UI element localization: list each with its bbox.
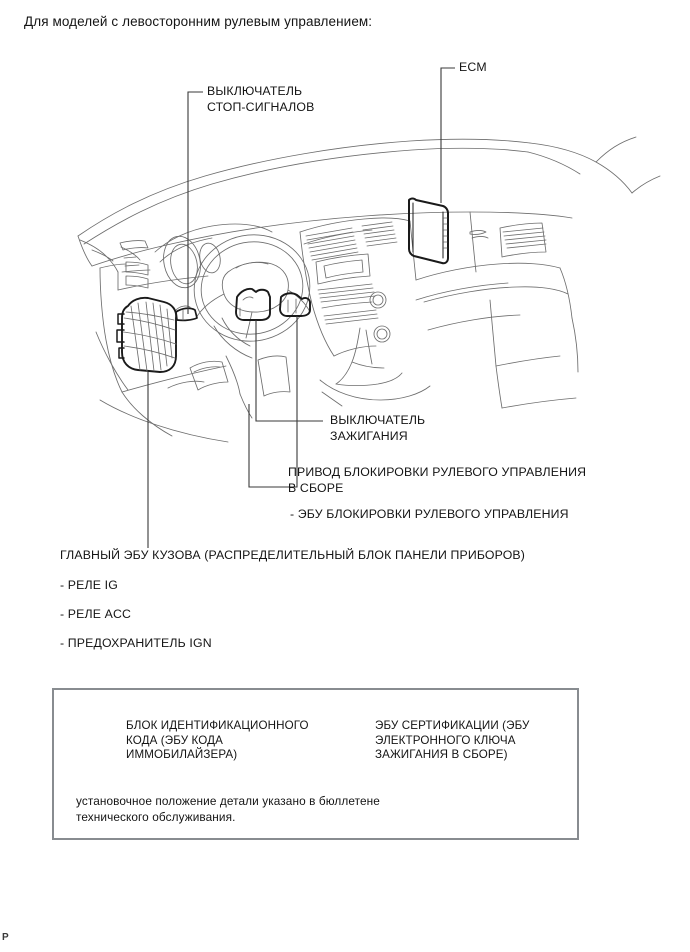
leader-ecm [440, 67, 455, 203]
page-title: Для моделей с левосторонним рулевым упра… [24, 14, 373, 29]
leader-ignition-switch [255, 320, 323, 422]
page-mark: P [2, 932, 9, 943]
legend-box [52, 688, 579, 840]
callout-stop-lamp-switch: ВЫКЛЮЧАТЕЛЬ СТОП-СИГНАЛОВ [207, 84, 315, 114]
callout-steering-lock-ecu: - ЭБУ БЛОКИРОВКИ РУЛЕВОГО УПРАВЛЕНИЯ [290, 507, 569, 521]
legend-item-0-label: БЛОК ИДЕНТИФИКАЦИОННОГО КОДА (ЭБУ КОДА И… [126, 719, 309, 762]
callout-ecm: ECM [459, 60, 487, 74]
callout-ignition-switch: ВЫКЛЮЧАТЕЛЬ ЗАЖИГАНИЯ [330, 413, 426, 443]
leader-steering-lock-actuator-2 [248, 404, 283, 488]
legend-note: установочное положение детали указано в … [76, 794, 380, 824]
dashboard-line-art [77, 136, 661, 443]
leader-steering-lock-actuator [283, 316, 298, 488]
legend-item-1-label: ЭБУ СЕРТИФИКАЦИИ (ЭБУ ЭЛЕКТРОННОГО КЛЮЧА… [375, 719, 530, 762]
main-body-ecu-item-1: - РЕЛЕ ACC [60, 607, 132, 621]
callout-steering-lock-actuator: ПРИВОД БЛОКИРОВКИ РУЛЕВОГО УПРАВЛЕНИЯ В … [288, 465, 587, 495]
leader-stop-lamp-switch [187, 91, 203, 314]
main-body-ecu-title: ГЛАВНЫЙ ЭБУ КУЗОВА (РАСПРЕДЕЛИТЕЛЬНЫЙ БЛ… [60, 548, 526, 562]
main-body-ecu-item-2: - ПРЕДОХРАНИТЕЛЬ IGN [60, 636, 212, 650]
main-body-ecu-item-0: - РЕЛЕ IG [60, 578, 118, 592]
